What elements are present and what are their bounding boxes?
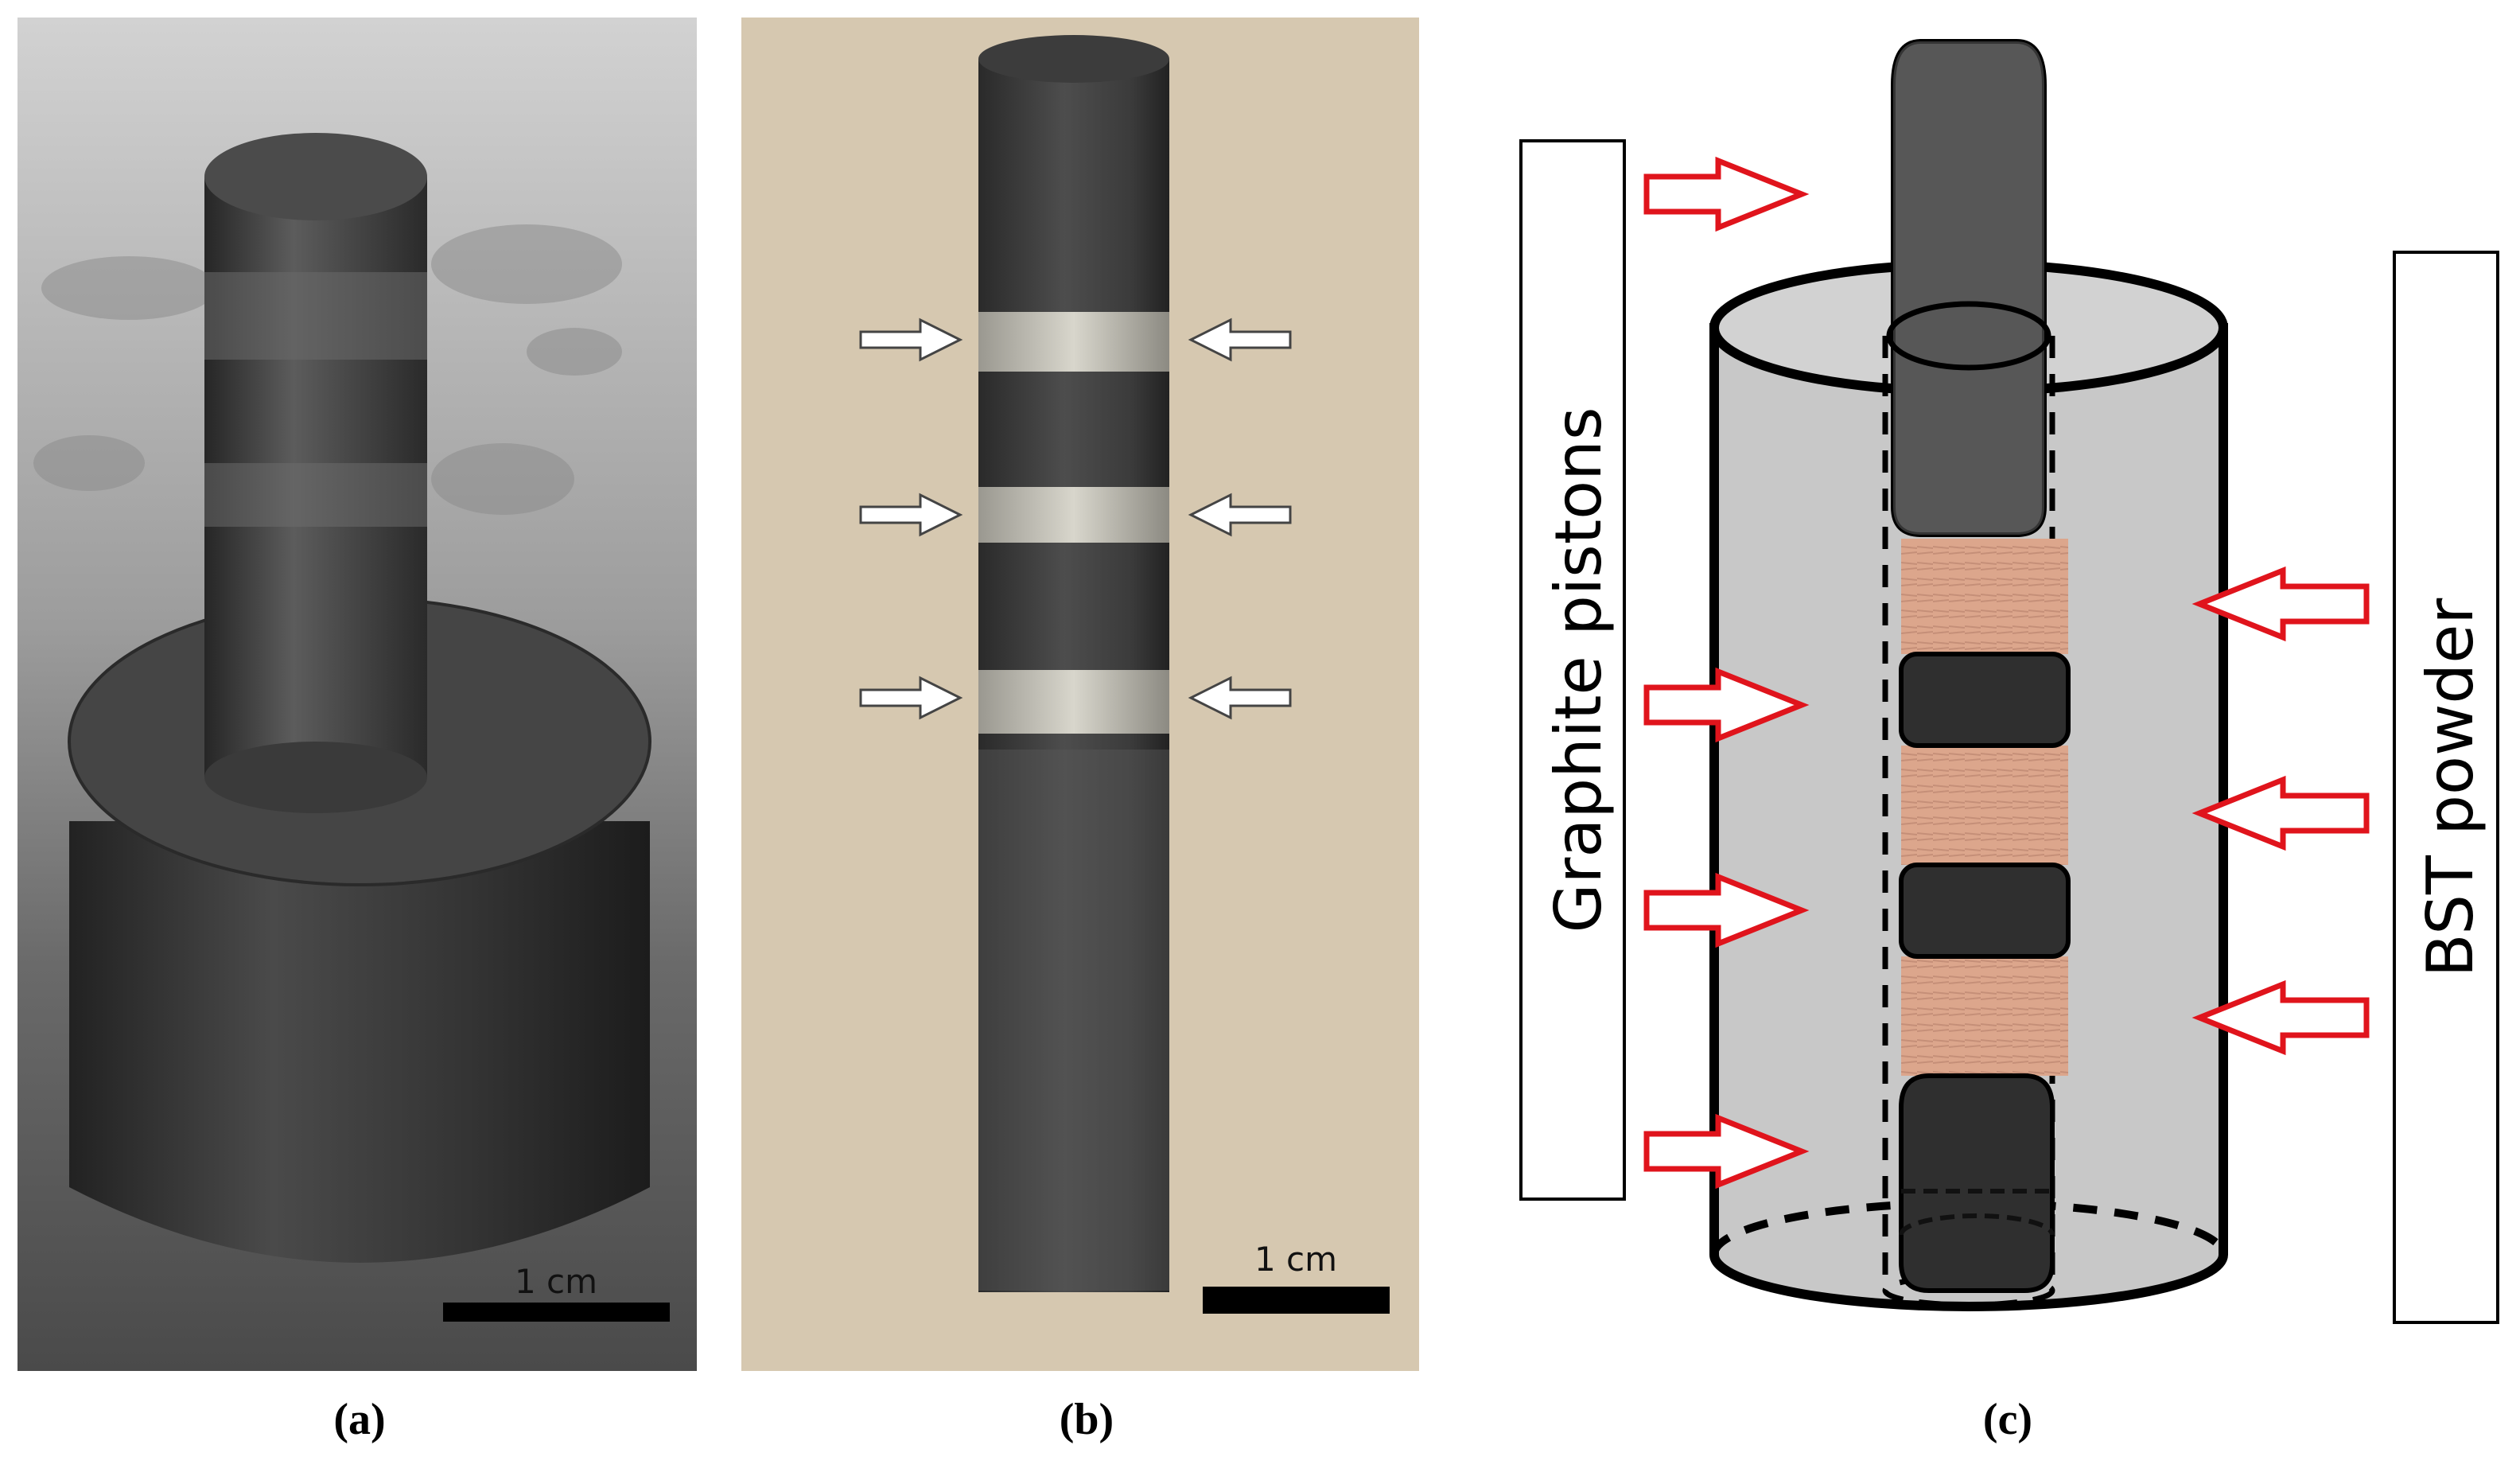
schematic-c: Graphite pistons BST powder bbox=[1488, 18, 2514, 1371]
red-arrows-bst bbox=[2191, 566, 2370, 1056]
white-arrow-icon bbox=[859, 493, 963, 537]
caption-a: (a) bbox=[333, 1395, 386, 1444]
caption-c: (c) bbox=[1982, 1395, 2033, 1444]
sintered-rod bbox=[978, 35, 1169, 1292]
red-outline-arrow-icon bbox=[1643, 667, 1810, 743]
red-outline-arrow-icon bbox=[2191, 775, 2370, 851]
middle-pistons bbox=[1899, 652, 2071, 959]
white-arrow-icon bbox=[859, 676, 963, 720]
scale-bar-b-label: 1 cm bbox=[1254, 1240, 1337, 1279]
white-arrow-icon bbox=[1188, 317, 1292, 362]
label-bst-powder: BST powder bbox=[2413, 598, 2487, 978]
background-blotches bbox=[33, 224, 622, 515]
white-arrows bbox=[859, 317, 1292, 720]
red-arrows-pistons bbox=[1643, 156, 1810, 1190]
bst-powder-label-box: BST powder bbox=[2393, 251, 2499, 1324]
scale-bar-a: 1 cm bbox=[443, 1262, 670, 1322]
red-outline-arrow-icon bbox=[2191, 979, 2370, 1056]
photo-a: 1 cm bbox=[18, 18, 697, 1371]
photo-b: 1 cm bbox=[741, 18, 1419, 1371]
red-outline-arrow-icon bbox=[1643, 872, 1810, 948]
caption-b: (b) bbox=[1059, 1395, 1114, 1444]
bst-powder-layers bbox=[1901, 539, 2068, 1076]
bottom-piston bbox=[1899, 1073, 2055, 1293]
white-arrow-icon bbox=[859, 317, 963, 362]
graphite-pistons-label-box: Graphite pistons bbox=[1519, 139, 1626, 1201]
red-outline-arrow-icon bbox=[1643, 1113, 1810, 1190]
red-outline-arrow-icon bbox=[2191, 566, 2370, 642]
scale-bar-b: 1 cm bbox=[1203, 1240, 1390, 1314]
graphite-piston-rod bbox=[204, 133, 427, 813]
top-piston bbox=[1886, 39, 2051, 537]
white-arrow-icon bbox=[1188, 493, 1292, 537]
white-arrow-icon bbox=[1188, 676, 1292, 720]
label-graphite-pistons: Graphite pistons bbox=[1542, 407, 1616, 933]
scale-bar-a-label: 1 cm bbox=[515, 1262, 597, 1301]
red-outline-arrow-icon bbox=[1643, 156, 1810, 232]
